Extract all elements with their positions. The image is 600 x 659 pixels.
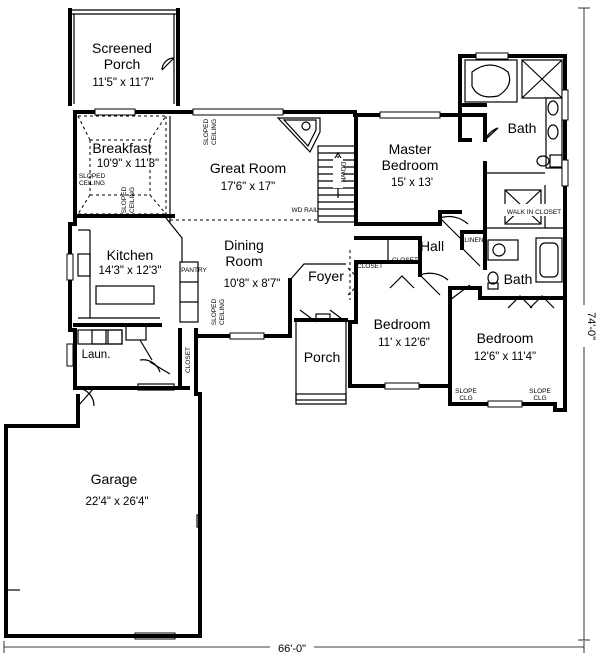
breakfast-sloped-ceiling-top: SLOPED (203, 119, 210, 146)
porch-name: Porch (304, 349, 341, 365)
master-suite-walls: WALK IN CLOSET (354, 103, 565, 239)
fireplace (276, 117, 321, 154)
breakfast-sloped-label: SLOPED (79, 173, 106, 180)
breakfast-ceiling-top: CEILING (211, 119, 218, 145)
closet-label-1: CLOSET (357, 263, 383, 270)
master-bedroom-size: 15' x 13' (391, 177, 433, 189)
master-bath-fixtures (464, 59, 563, 169)
breakfast-ceiling-label: CEILING (79, 180, 105, 187)
kitchen-name: Kitchen (107, 247, 154, 263)
hall-name: Hall (420, 238, 444, 254)
bedroom2-name: Bedroom (374, 316, 431, 332)
kitchen-laundry-walls (73, 229, 199, 407)
overall-depth-dimension: 74'-0" (585, 312, 597, 340)
slope-clg-left-2: CLG (459, 395, 472, 402)
master-bedroom-name-2: Bedroom (382, 157, 439, 173)
breakfast-ceiling-vertical: CEILING (129, 187, 136, 213)
kitchen-size: 14'3" x 12'3" (98, 265, 161, 277)
garage-size: 22'4" x 26'4" (85, 496, 148, 508)
great-room-size: 17'6" x 17" (221, 181, 275, 193)
room-labels: Screened Porch 11'5" x 11'7" Breakfast 1… (82, 40, 537, 508)
closet-label-laundry: CLOSET (185, 347, 192, 373)
dining-room-name-1: Dining (224, 237, 264, 253)
garage-structure (4, 392, 202, 638)
master-bedroom-name-1: Master (389, 141, 432, 157)
closet-label-2: CLOSET (392, 257, 418, 264)
great-room-name: Great Room (210, 160, 286, 176)
slope-clg-right-1: SLOPE (529, 388, 551, 395)
slope-clg-right-2: CLG (533, 395, 546, 402)
dining-ceiling: CEILING (219, 299, 226, 325)
breakfast-great-room-partitions (75, 115, 319, 222)
foyer-name: Foyer (308, 268, 344, 284)
screened-porch-size: 11'5" x 11'7" (92, 77, 153, 89)
bath2-name: Bath (504, 271, 533, 287)
bedroom3-size: 12'6" x 11'4" (474, 351, 536, 363)
screened-porch-name-1: Screened (92, 40, 152, 56)
annotations: SLOPED CEILING SLOPED CEILING SLOPED CEI… (79, 119, 552, 402)
linen-label: LINEN (464, 237, 483, 244)
breakfast-name: Breakfast (92, 140, 151, 156)
bedroom2-size: 11' x 12'6" (378, 337, 430, 349)
walk-in-closet-label: WALK IN CLOSET (507, 209, 561, 216)
staircase: DOWN (317, 113, 358, 224)
bedroom3-name: Bedroom (477, 330, 534, 346)
slope-clg-left-1: SLOPE (455, 388, 477, 395)
pantry-label: PANTRY (181, 267, 207, 274)
breakfast-sloped-vertical: SLOPED (121, 187, 128, 214)
dining-sloped-ceiling: SLOPED (211, 299, 218, 326)
dimension-lines: 66'-0" 74'-0" (3, 7, 597, 655)
laundry-name: Laun. (82, 349, 111, 361)
breakfast-size: 10'9" x 11'8" (97, 158, 159, 170)
bedroom-wing-walls (348, 230, 567, 388)
dining-room-name-2: Room (225, 253, 262, 269)
screened-porch-structure (68, 8, 180, 106)
overall-width-dimension: 66'-0" (278, 643, 306, 655)
master-bath-name: Bath (508, 120, 537, 136)
wd-rail-label: WD RAIL (291, 207, 318, 214)
garage-name: Garage (91, 471, 138, 487)
dining-room-size: 10'8" x 8'7" (224, 278, 281, 290)
screened-porch-name-2: Porch (104, 56, 141, 72)
stairs-down-label: DOWN (339, 162, 346, 183)
